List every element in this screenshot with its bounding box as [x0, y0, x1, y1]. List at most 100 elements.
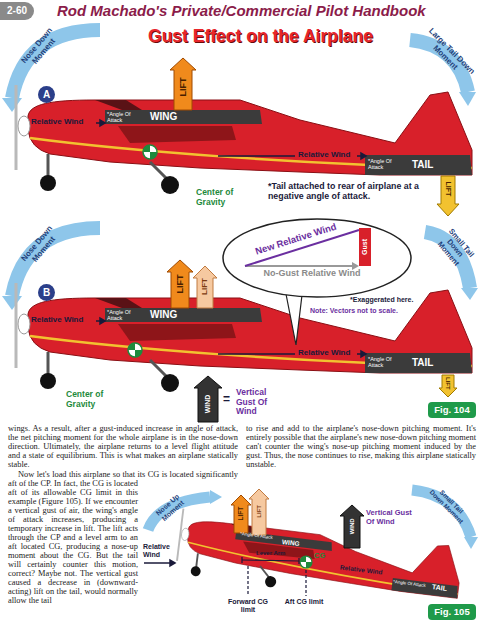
node-text: Fig. 104	[434, 405, 469, 415]
cg-symbol	[128, 343, 142, 357]
gust-arrow	[194, 376, 222, 422]
relative-wind-label: Relative Wind	[298, 349, 350, 358]
page-number-tab: 2-60	[0, 2, 34, 20]
angle-of-attack-label: *Angle Of Attack	[240, 531, 273, 540]
arrowhead	[361, 351, 366, 357]
footnote: *Tail attached to rear of airplane at a …	[268, 182, 433, 202]
figure-title: Gust Effect on the Airplane	[118, 27, 403, 47]
moment-label: Nose Down Moment	[12, 16, 71, 81]
angle-of-attack-label: *Angle Of Attack	[107, 111, 147, 123]
relative-wind-line	[144, 562, 170, 564]
legend-text: Vertical Gust Of Wind	[236, 388, 286, 417]
callout-ellipse	[223, 219, 411, 297]
lift-label: LIFT	[237, 499, 244, 529]
relative-wind-label: Relative Wind	[31, 316, 83, 325]
panel-letter: A	[38, 86, 55, 103]
cg-limit-line	[305, 570, 306, 596]
relative-wind-label: Relative Wind	[143, 543, 175, 559]
tail-label: TAIL	[432, 583, 448, 593]
figure-number: Fig. 104	[428, 402, 476, 418]
vector-label: No-Gust Relative Wind	[252, 268, 372, 278]
node-text: A	[43, 90, 50, 100]
callout-pointer	[286, 294, 302, 345]
angle-of-attack-label: *Angle Of Attack	[368, 356, 406, 368]
relative-wind-label: Relative Wind	[340, 563, 383, 575]
tail-label: TAIL	[412, 357, 433, 368]
lever-arm-line	[242, 560, 299, 561]
vector-line	[245, 265, 353, 267]
tail-label: TAIL	[412, 159, 433, 170]
angle-of-attack-label: *Angle Of Attack	[368, 158, 406, 170]
cg-symbol	[300, 556, 312, 568]
arrowhead	[361, 153, 366, 159]
airplane	[16, 85, 472, 194]
wing-label: WING	[150, 111, 177, 122]
relative-wind-line	[218, 155, 295, 157]
cg-symbol	[128, 343, 142, 357]
relative-wind-label: Relative Wind	[298, 151, 350, 160]
node-text: 2-60	[7, 6, 27, 16]
footnote: *Exaggerated here.	[350, 296, 413, 304]
figure-number: Fig. 105	[428, 604, 476, 620]
cg-label: Center of Gravity	[196, 188, 258, 207]
relative-wind-line	[218, 353, 295, 355]
gust-lift-vector	[193, 266, 217, 308]
cg-symbol	[143, 145, 157, 159]
panel-letter: B	[38, 284, 55, 301]
airplane	[175, 509, 464, 611]
cg-label: CG	[314, 552, 325, 560]
note: Note: Vectors not to scale.	[310, 307, 398, 315]
moment-label: Small Tail Down Moment	[430, 223, 478, 274]
wing-label: WING	[282, 538, 300, 547]
lift-vector	[170, 58, 196, 110]
wing-label: WING	[150, 309, 177, 320]
lift-label: LIFT	[175, 269, 185, 299]
cg-limit-label: Forward CG limit	[226, 598, 270, 614]
moment-arrowhead	[2, 98, 22, 112]
running-header: Rod Machado's Private/Commercial Pilot H…	[57, 3, 426, 20]
cg-label: Center of Gravity	[66, 390, 128, 409]
cg-symbol	[143, 145, 157, 159]
angle-of-attack-label: *Angle Of Attack	[393, 579, 426, 588]
moment-arrowhead	[464, 537, 478, 549]
gust-lift-vector	[249, 489, 269, 535]
wind-label: WIND	[349, 511, 356, 541]
lift-label: LIFT	[256, 496, 263, 526]
moment-arrowhead	[210, 490, 222, 504]
angle-of-attack-label: *Angle Of Attack	[107, 309, 147, 321]
legend-text: Vertical Gust Of Wind	[366, 508, 416, 526]
arrowhead	[100, 120, 105, 126]
airplane	[16, 283, 472, 392]
callout-bubble: New Relative WindGustNo-Gust Relative Wi…	[222, 218, 412, 298]
wind-label: WIND	[204, 389, 212, 419]
body-paragraph: to rise and add to the airplane's nose-d…	[246, 424, 476, 469]
arrowhead	[170, 560, 175, 566]
node-text: Fig. 105	[434, 607, 469, 617]
lever-arm-label: Lever Arm	[256, 550, 285, 557]
moment-arrowhead	[2, 296, 22, 310]
moment-label: Large Tail Down Moment	[420, 27, 477, 84]
node-text: B	[43, 288, 50, 298]
lift-label: LIFT	[445, 368, 452, 398]
moment-arrowhead	[459, 92, 476, 106]
arrowhead	[100, 318, 105, 324]
moment-label: Nose Up Moment	[148, 487, 192, 529]
relative-wind-label: Relative Wind	[31, 118, 83, 127]
lift-label: LIFT	[178, 72, 188, 102]
gust-arrow	[340, 505, 364, 548]
cg-limit-label: Aft CG limit	[284, 598, 324, 606]
lever-arm-tick	[241, 557, 242, 563]
lift-vector	[231, 495, 251, 533]
lift-label: LIFT	[201, 271, 210, 301]
moment-label: Nose Down Moment	[12, 214, 71, 279]
lever-arm-tick	[298, 558, 299, 564]
cg-symbol	[300, 556, 312, 568]
cg-limit-line	[247, 566, 248, 596]
moment-arrowhead	[461, 288, 478, 300]
moment-label: Small Tail Down Moment	[427, 482, 471, 526]
gust-vector	[359, 228, 371, 266]
cg-symbol	[143, 145, 157, 159]
cg-symbol	[128, 343, 142, 357]
